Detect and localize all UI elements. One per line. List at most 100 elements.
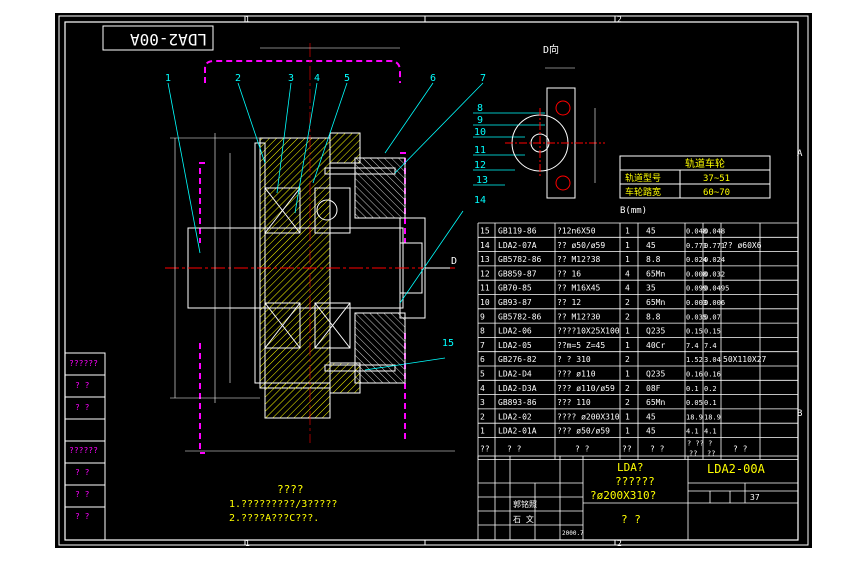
bom-head-weight: ? ?? ? bbox=[687, 440, 712, 448]
bom-cell-w2: 7.4 bbox=[704, 342, 717, 350]
balloon-6: 6 bbox=[430, 73, 436, 84]
side-label-0: ?????? bbox=[69, 359, 98, 368]
bom-cell-qty: 1 bbox=[625, 255, 630, 264]
bom-cell-w1: 0.16 bbox=[686, 371, 703, 379]
outer-border bbox=[58, 15, 809, 546]
spec-row-1-label: 车轮踏宽 bbox=[625, 186, 661, 198]
bom-cell-w1: 0.15 bbox=[686, 328, 703, 336]
bom-cell-qty: 1 bbox=[625, 327, 630, 336]
notes-line-1: 1.?????????/3????? bbox=[229, 499, 337, 510]
bom-cell-w1: 4.1 bbox=[686, 428, 699, 436]
bom-cell-name: ???? ø200X310 bbox=[557, 412, 620, 421]
bom-cell-qty: 1 bbox=[625, 241, 630, 250]
bom-cell-qty: 1 bbox=[625, 427, 630, 436]
bom-cell-qty: 1 bbox=[625, 341, 630, 350]
balloon-13: 13 bbox=[476, 175, 488, 186]
bom-cell-w2: 4.1 bbox=[704, 428, 717, 436]
bom-cell-material: 8.8 bbox=[646, 255, 661, 264]
bom-cell-code: GB5782-86 bbox=[498, 312, 542, 321]
bom-head-w2: ?? bbox=[707, 450, 715, 458]
bom-cell-code: LDA2-01A bbox=[498, 427, 537, 436]
bom-cell-material: 45 bbox=[646, 427, 656, 436]
bom-cell-w2: 0.771 bbox=[704, 242, 725, 250]
zone-bottom-1: 1 bbox=[245, 539, 250, 548]
bom-cell-no: 5 bbox=[480, 370, 485, 379]
bom-cell-no: 4 bbox=[480, 384, 485, 393]
bom-cell-code: GB70-85 bbox=[498, 284, 532, 293]
bom-cell-qty: 2 bbox=[625, 312, 630, 321]
bom-head-name: ? ? bbox=[575, 445, 590, 454]
bom-cell-material: 40Cr bbox=[646, 341, 665, 350]
balloon-3: 3 bbox=[288, 73, 294, 84]
balloon-14: 14 bbox=[474, 195, 486, 206]
side-label-1: ? ? bbox=[75, 381, 90, 390]
bom-cell-material: 08F bbox=[646, 384, 661, 393]
bom-cell-code: GB5782-86 bbox=[498, 255, 542, 264]
bom-cell-no: 3 bbox=[480, 398, 485, 407]
zone-bottom-2: 2 bbox=[617, 539, 622, 548]
balloon-2: 2 bbox=[235, 73, 241, 84]
zone-top-2: 2 bbox=[617, 15, 622, 24]
notes-line-2: 2.????A???C???. bbox=[229, 513, 319, 524]
bom-cell-code: LDA2-06 bbox=[498, 327, 532, 336]
bom-cell-qty: 2 bbox=[625, 355, 630, 364]
bom-cell-qty: 2 bbox=[625, 398, 630, 407]
tb-drawing-no: LDA2-00A bbox=[707, 462, 766, 476]
title-block bbox=[477, 455, 799, 541]
bom-cell-w1: 0.035 bbox=[686, 313, 707, 321]
bom-cell-name: ??? ø110/ø59 bbox=[557, 384, 615, 393]
bom-cell-w2: 0.024 bbox=[704, 256, 725, 264]
bom-cell-code: GB276-82 bbox=[498, 355, 537, 364]
bom-head-w1: ?? bbox=[689, 450, 697, 458]
bom-cell-w2: 0.0495 bbox=[704, 285, 729, 293]
tb-product: LDA? bbox=[617, 461, 644, 474]
bom-cell-name: ? ? 310 bbox=[557, 355, 591, 364]
bom-cell-w1: 0.099 bbox=[686, 285, 707, 293]
bom-head-material: ? ? bbox=[650, 445, 665, 454]
tb-checker: 石 文 bbox=[513, 514, 534, 524]
bom-cell-no: 13 bbox=[480, 255, 490, 264]
bom-cell-code: LDA2-D4 bbox=[498, 370, 532, 379]
bom-cell-material: 35 bbox=[646, 284, 656, 293]
bom-cell-name: ?? M12?38 bbox=[557, 255, 601, 264]
d-view: D向 bbox=[505, 43, 605, 199]
spec-row-0-label: 轨道型号 bbox=[625, 172, 661, 184]
bom-cell-w1: 7.4 bbox=[686, 342, 699, 350]
spec-title: 轨道车轮 bbox=[685, 157, 725, 170]
balloon-1: 1 bbox=[165, 73, 171, 84]
bom-cell-no: 11 bbox=[480, 284, 490, 293]
cad-drawing: 1 2 1 2 A B LDA2-00A ?????? ? ? ? ? ????… bbox=[58, 15, 809, 548]
bom-cell-name: ??m=5 Z=45 bbox=[557, 341, 605, 350]
bom-cell-code: GB119-86 bbox=[498, 227, 537, 236]
bom-cell-name: ?? M12?30 bbox=[557, 312, 601, 321]
left-strip bbox=[64, 352, 106, 541]
bom-cell-qty: 2 bbox=[625, 298, 630, 307]
bom-cell-w1: 0.008 bbox=[686, 270, 707, 278]
notes-heading: ???? bbox=[277, 483, 304, 496]
bom-cell-code: GB859-87 bbox=[498, 269, 537, 278]
bom-cell-no: 15 bbox=[480, 227, 490, 236]
side-label-6: ? ? bbox=[75, 512, 90, 521]
bom-cell-w2: 0.16 bbox=[704, 371, 721, 379]
title-block-mirror: LDA2-00A bbox=[130, 30, 207, 49]
bom-cell-name: ?? 16 bbox=[557, 269, 581, 278]
bom-cell-w1: 0.05 bbox=[686, 399, 703, 407]
balloon-10: 10 bbox=[474, 127, 486, 138]
bom-cell-w2: 0.07 bbox=[704, 313, 721, 321]
bom-cell-name: ?? M16X45 bbox=[557, 284, 601, 293]
spec-table bbox=[619, 155, 771, 199]
tb-date: 2000.7 bbox=[562, 530, 584, 537]
bom-cell-material: Q235 bbox=[646, 370, 665, 379]
balloon-5: 5 bbox=[344, 73, 350, 84]
bom-cell-w2: 0.032 bbox=[704, 270, 725, 278]
bom-cell-w1: 0.048 bbox=[686, 228, 707, 236]
bom-cell-qty: 4 bbox=[625, 269, 630, 278]
balloon-7: 7 bbox=[480, 73, 486, 84]
zone-right-a: A bbox=[797, 149, 803, 159]
bom-cell-code: GB893-86 bbox=[498, 398, 537, 407]
bom-cell-material: 65Mn bbox=[646, 398, 665, 407]
bom-cell-qty: 2 bbox=[625, 384, 630, 393]
bom-head-qty: ?? bbox=[622, 445, 632, 454]
bom-cell-code: LDA2-05 bbox=[498, 341, 532, 350]
bom-cell-no: 10 bbox=[480, 298, 490, 307]
